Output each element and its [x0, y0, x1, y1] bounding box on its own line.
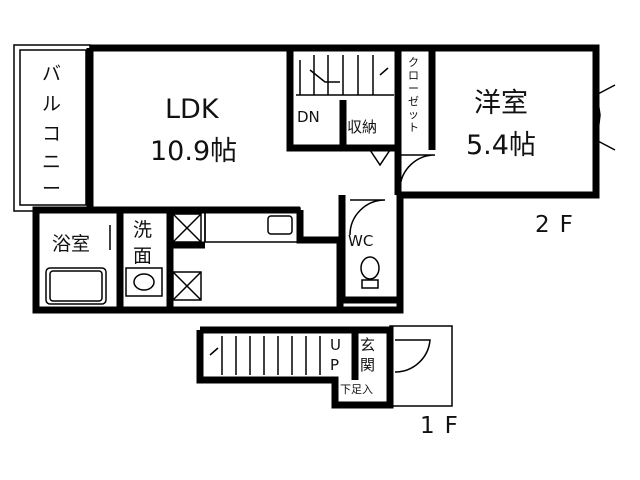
bathtub — [45, 267, 107, 305]
ldk-name: LDK — [165, 94, 220, 125]
storage-label: 収納 — [347, 118, 377, 136]
floor-label-2f: 2F — [535, 212, 583, 238]
toilet — [360, 256, 380, 289]
balcony — [13, 44, 91, 212]
wc-label: WC — [348, 232, 373, 250]
washroom-label-2: 面 — [133, 245, 152, 267]
shoe-box-label: 下足入 — [340, 383, 373, 396]
washroom-label-1: 洗 — [133, 219, 152, 241]
stairs-up-label: U P — [330, 336, 346, 374]
bath-label: 浴室 — [52, 233, 90, 255]
floor-label-1f: 1F — [420, 413, 468, 439]
entrance-door — [394, 339, 431, 373]
entrance-label-2: 関 — [360, 356, 375, 374]
stairs-lower — [209, 336, 321, 375]
balcony-label: バ ル コ ニ ー — [42, 63, 67, 200]
appliance-boxes — [172, 213, 202, 301]
wash-basin — [125, 267, 163, 297]
doors-upper — [109, 84, 616, 250]
closet-label: ク ロ ー ゼ ッ ト — [408, 56, 423, 134]
second-floor-walls — [32, 44, 600, 314]
stairs-upper — [296, 55, 394, 96]
kitchen-counter — [204, 207, 301, 243]
stairs-down-label: DN — [297, 108, 320, 126]
western-room-name: 洋室 — [474, 88, 528, 119]
ldk-size: 10.9帖 — [150, 136, 237, 167]
entrance-label-1: 玄 — [360, 336, 375, 354]
western-room-size: 5.4帖 — [466, 130, 536, 161]
first-floor-walls — [196, 325, 453, 409]
